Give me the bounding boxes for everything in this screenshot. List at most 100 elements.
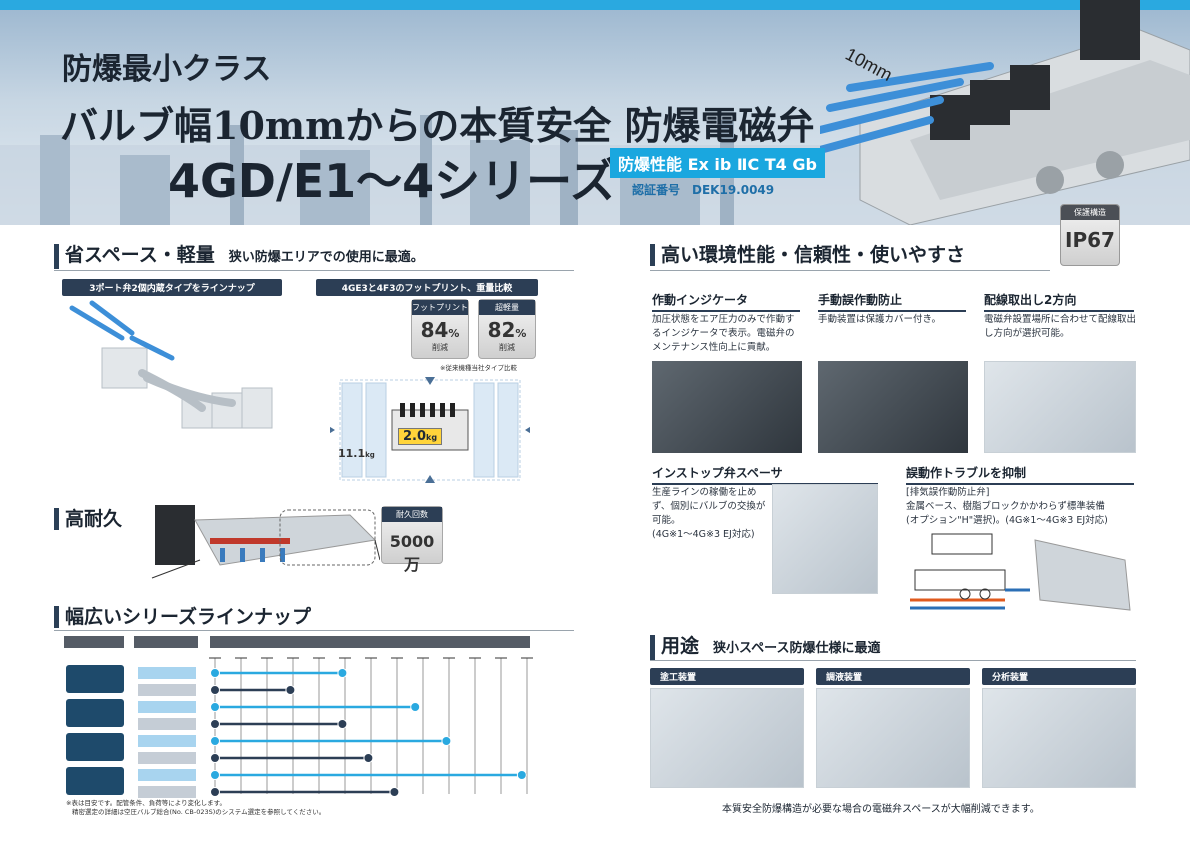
- series-range-dot: [210, 787, 220, 797]
- ip-value: IP67: [1065, 228, 1115, 252]
- footprint-stat-unit: %: [448, 327, 460, 340]
- section-usage-heading: 用途狭小スペース防爆仕様に最適: [650, 635, 880, 660]
- valve-width-tag: 10mm: [842, 44, 896, 85]
- feature-spacer-title: インストップ弁スペーサ: [652, 464, 878, 485]
- section-space-saving-heading: 省スペース・軽量狭い防爆エリアでの使用に最適。: [54, 244, 424, 269]
- hero-banner: 10mm 防爆最小クラス バルブ幅10mmからの本質安全 防爆電磁弁 4GD/E…: [0, 0, 1190, 225]
- series-range-dot: [337, 719, 348, 729]
- footprint-stat-desc: 削減: [432, 343, 448, 352]
- feature-malfunction-title: 誤動作トラブルを抑制: [906, 464, 1134, 485]
- divider: [54, 270, 574, 271]
- exhaust-valve-diagram: [910, 533, 1131, 611]
- lineup-3port-bar: 3ポート弁2個内蔵タイプをラインナップ: [62, 279, 282, 296]
- hero-line1: 防爆最小クラス: [62, 52, 272, 87]
- section-durable-heading: 高耐久: [54, 508, 122, 530]
- series-range-dot: [410, 702, 421, 712]
- series-range-dot: [210, 770, 220, 780]
- certification-number: 認証番号 DEK19.0049: [632, 181, 774, 198]
- old-weight-label: 11.1kg: [338, 447, 375, 460]
- hero-line2: バルブ幅10mmからの本質安全 防爆電磁弁: [60, 103, 815, 148]
- feature-spacer-text: 生産ラインの稼働を止めず、個別にバルブの交換が可能。 (4G※1〜4G※3 EJ…: [652, 486, 768, 542]
- series-range-dot: [441, 736, 452, 746]
- divider: [54, 630, 574, 631]
- series-group-cell: [66, 733, 124, 761]
- footprint-compare-bar: 4GE3と4F3のフットプリント、重量比較: [316, 279, 538, 296]
- series-model-cell: [138, 701, 196, 713]
- feature-wiring-title: 配線取出し2方向: [984, 291, 1134, 312]
- divider: [650, 270, 1050, 271]
- series-range-dot: [210, 736, 220, 746]
- usage-title: 用途: [661, 635, 700, 657]
- explosion-proof-performance-badge: 防爆性能 Ex ib ⅡC T4 Gb: [610, 148, 825, 178]
- header-cell: [64, 636, 124, 648]
- application-coating: 塗工装置: [650, 668, 804, 685]
- feature-indicator-title: 作動インジケータ: [652, 291, 800, 312]
- series-range-dot: [210, 685, 220, 695]
- spacer-note: (4G※1〜4G※3 EJ対応): [652, 529, 755, 540]
- old-weight-unit: kg: [365, 451, 375, 459]
- series-range-dot: [363, 753, 374, 763]
- lineup-note-2: 精密選定の詳細は空圧バルブ総合(No. CB-023S)のシステム選定を参照して…: [72, 808, 326, 816]
- feature-manual-guard-text: 手動装置は保護カバー付き。: [818, 314, 942, 325]
- 3port-valve-image: [69, 300, 273, 429]
- divider: [650, 660, 1136, 661]
- ip-label: 保護構造: [1061, 205, 1119, 220]
- cert-value: DEK19.0049: [692, 183, 775, 197]
- application-mixing: 調液装置: [816, 668, 970, 685]
- lineup-chart: [64, 636, 533, 798]
- header-cell: [210, 636, 530, 648]
- feature-malfunction-text: [排気誤作動防止弁] 金属ベース、樹脂ブロックかかわらず標準装備 (オプション"…: [906, 486, 1136, 528]
- weight-stat-value: 82: [487, 318, 516, 342]
- weight-stat-desc: 削減: [499, 343, 515, 352]
- application-analysis: 分析装置: [982, 668, 1136, 685]
- indicator-photo: [652, 361, 802, 453]
- series-range-dot: [516, 770, 527, 780]
- series-group-cell: [66, 699, 124, 727]
- series-model-cell: [138, 718, 196, 730]
- footprint-stat: フットプリント 84% 削減: [411, 299, 469, 359]
- series-range-dot: [210, 753, 220, 763]
- series-model-cell: [138, 684, 196, 696]
- malfunction-note: (オプション"H"選択)。(4G※1〜4G※3 EJ対応): [906, 515, 1108, 526]
- feature-manual-guard-title: 手動誤作動防止: [818, 291, 966, 312]
- weight-stat: 超軽量 82% 削減: [478, 299, 536, 359]
- analysis-machine-image: [982, 688, 1136, 788]
- spacer-photo: [772, 484, 878, 594]
- spacer-text: 生産ラインの稼働を止めず、個別にバルブの交換が可能。: [652, 487, 766, 526]
- footprint-stat-label: フットプリント: [412, 300, 468, 315]
- series-range-dot: [337, 668, 348, 678]
- new-weight-value: 2.0: [403, 429, 427, 444]
- coating-machine-image: [650, 688, 804, 788]
- malfunction-tag: [排気誤作動防止弁]: [906, 487, 990, 498]
- series-range-dot: [285, 685, 296, 695]
- malfunction-body: 金属ベース、樹脂ブロックかかわらず標準装備: [906, 501, 1105, 512]
- mixing-machine-image: [816, 688, 970, 788]
- series-model-cell: [138, 667, 196, 679]
- series-model-cell: [138, 786, 196, 798]
- new-weight-unit: kg: [426, 433, 438, 442]
- manual-guard-photo: [818, 361, 968, 453]
- feature-indicator-text: 加圧状態をエア圧力のみで作動するインジケータで表示。電磁弁のメンテナンス性向上に…: [652, 314, 795, 353]
- usage-footer: 本質安全防爆構造が必要な場合の電磁弁スペースが大幅削減できます。: [722, 804, 1040, 815]
- footprint-comparison-diagram: [330, 377, 530, 483]
- durable-title: 高耐久: [65, 508, 123, 530]
- durability-label: 耐久回数: [382, 507, 442, 522]
- new-weight-label: 2.0kg: [398, 428, 443, 445]
- series-range-dot: [210, 719, 220, 729]
- cert-label: 認証番号: [632, 183, 681, 197]
- lineup-title: 幅広いシリーズラインナップ: [65, 606, 312, 628]
- footprint-note: ※従来機種当社タイプ比較: [440, 364, 517, 372]
- space-title: 省スペース・軽量: [65, 244, 215, 266]
- series-range-dot: [210, 668, 220, 678]
- feature-wiring-text: 電磁弁設置場所に合わせて配線取出し方向が選択可能。: [984, 314, 1137, 339]
- space-subtitle: 狭い防爆エリアでの使用に最適。: [228, 250, 424, 265]
- series-model-cell: [138, 769, 196, 781]
- weight-stat-label: 超軽量: [479, 300, 535, 315]
- durability-value: 5000万: [389, 532, 435, 574]
- wiring-direction-photo: [984, 361, 1136, 453]
- hero-series-name: 4GD/E1〜4シリーズ: [168, 154, 616, 208]
- series-model-cell: [138, 752, 196, 764]
- durability-stat: 耐久回数 5000万: [381, 506, 443, 574]
- series-model-cell: [138, 735, 196, 747]
- valve-manifold-product-image: 10mm: [820, 0, 1190, 225]
